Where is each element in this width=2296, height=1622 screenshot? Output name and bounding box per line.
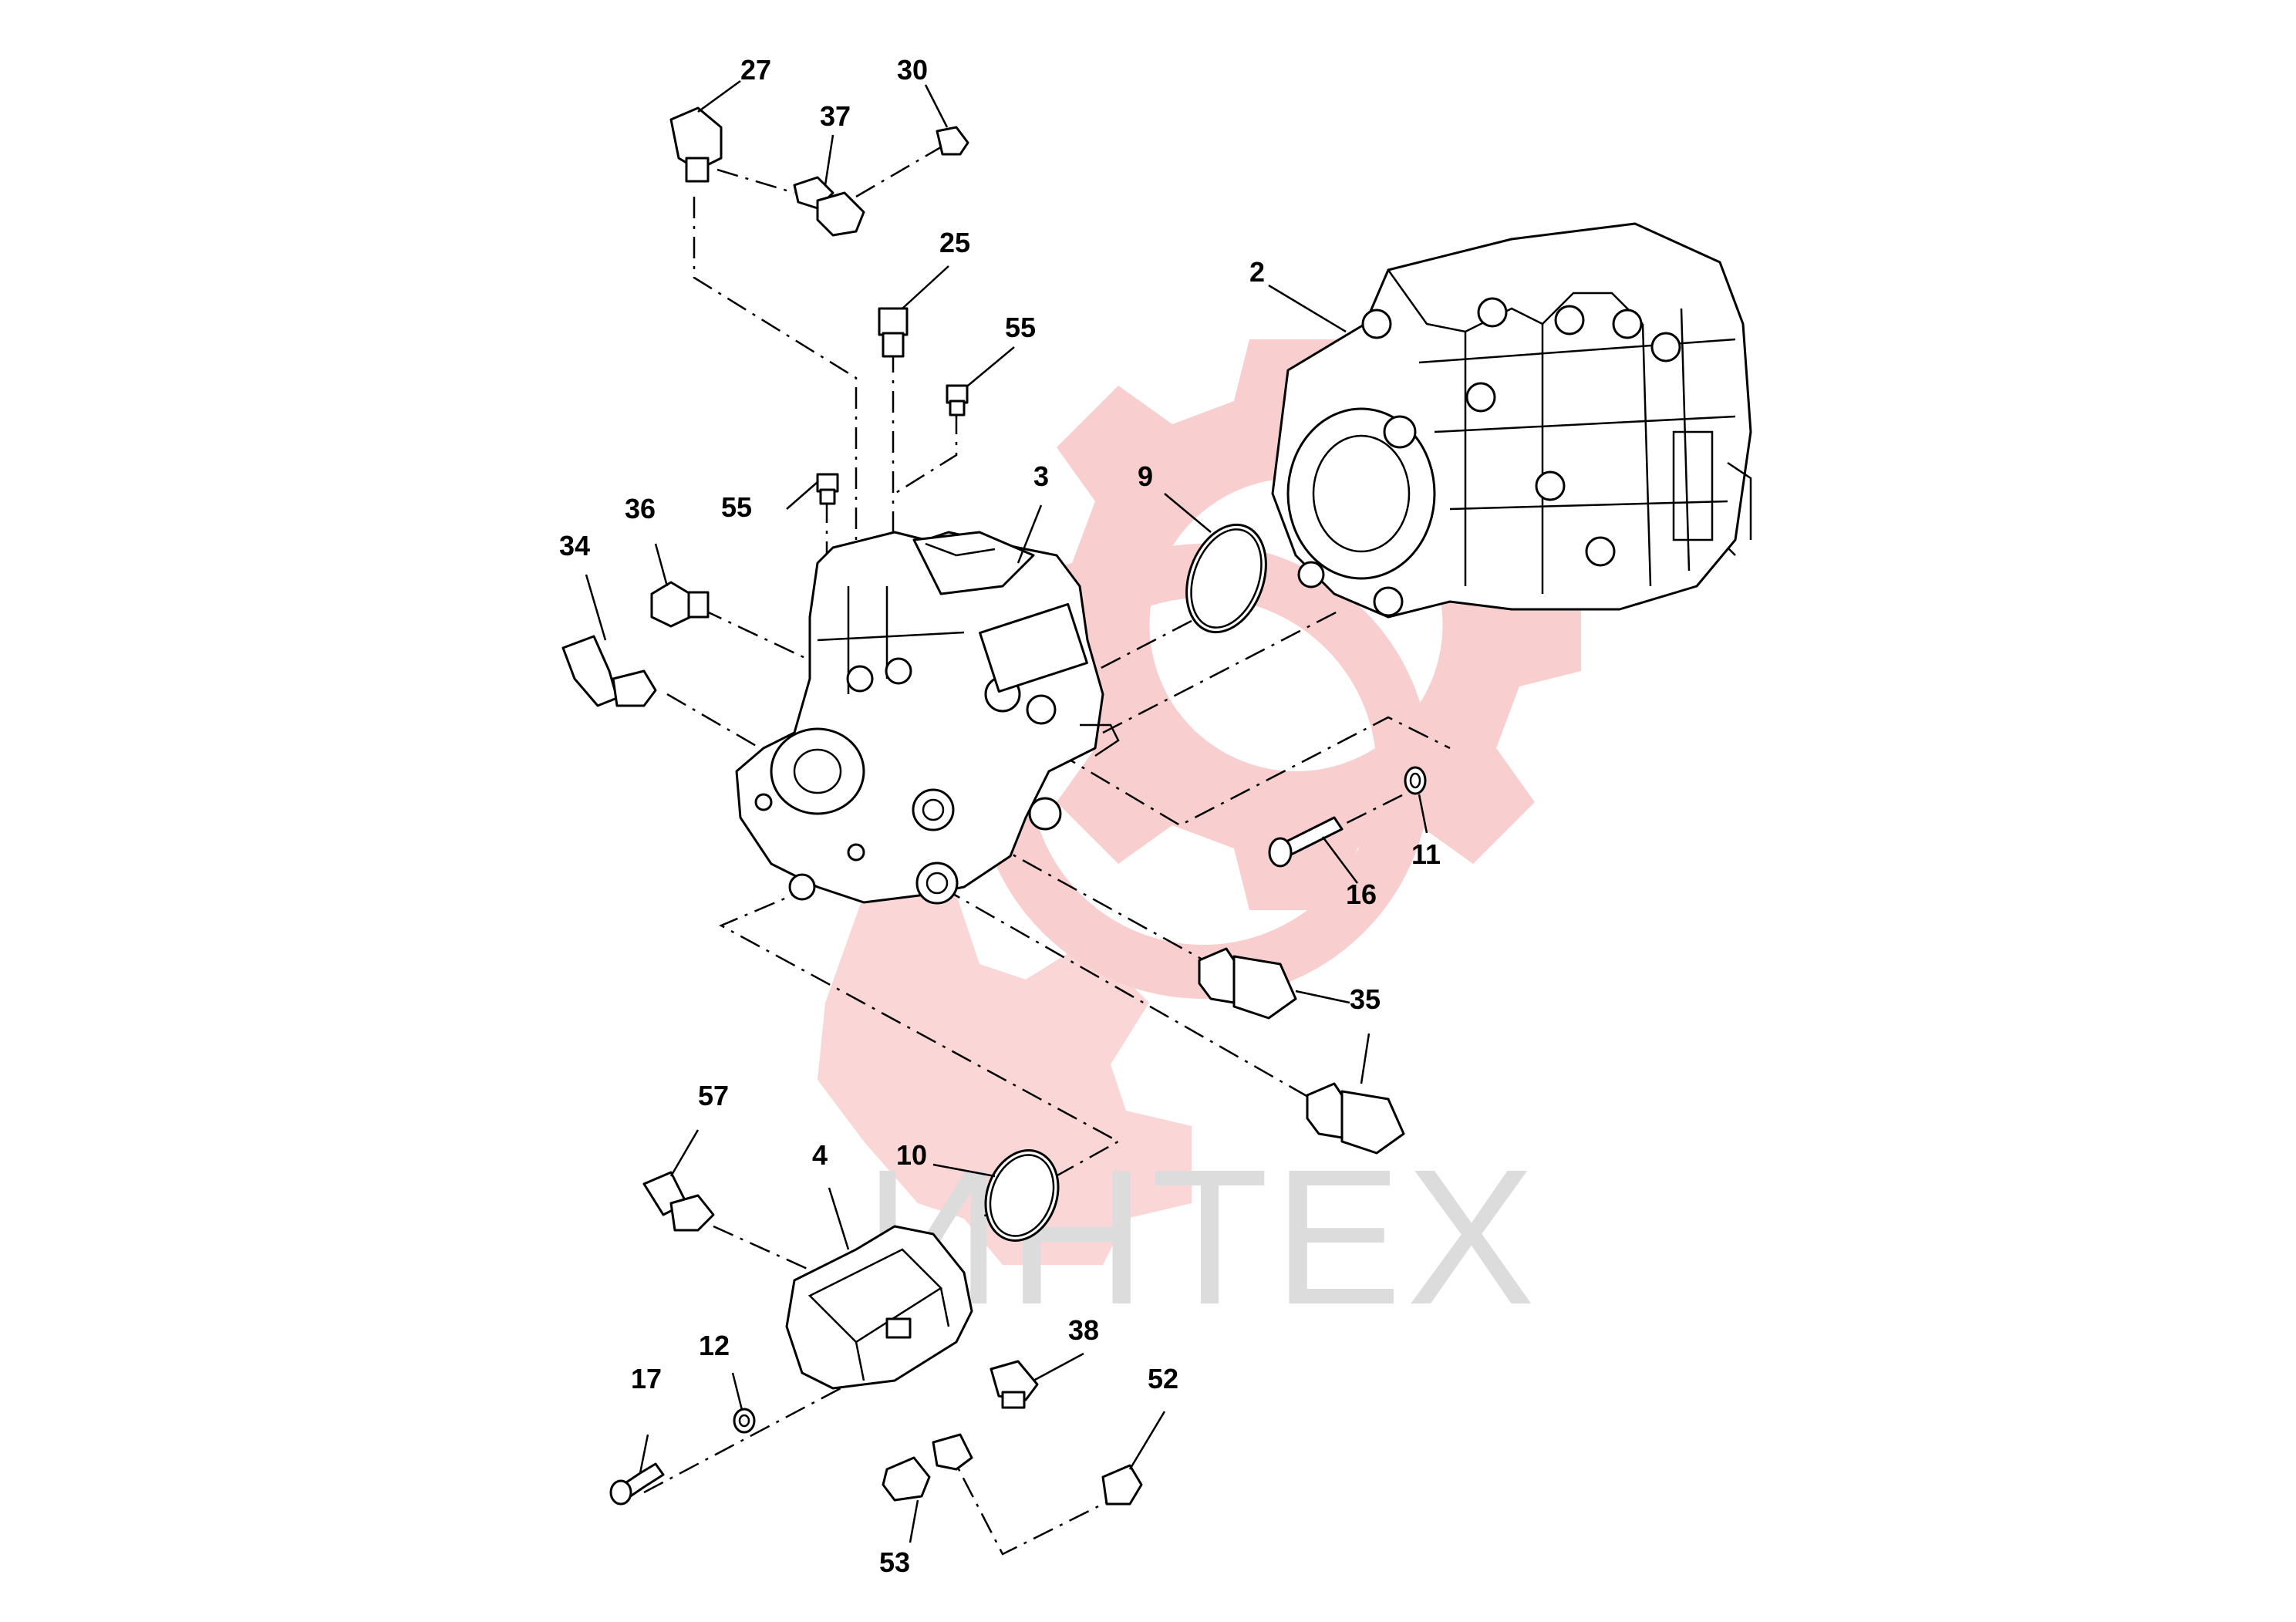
callout-52: 52 — [1148, 1363, 1178, 1394]
axis-27-to-body — [693, 197, 858, 702]
part-3-pump-body — [735, 531, 1120, 905]
callout-11: 11 — [1411, 838, 1441, 870]
callout-17: 17 — [631, 1363, 662, 1394]
part-10-o-ring-inner — [989, 1154, 1055, 1237]
part-38-fitting — [990, 1360, 1039, 1409]
axis-17-12 — [643, 1387, 841, 1494]
axis-main-flange — [1102, 608, 1343, 734]
part-52-plug — [1101, 1464, 1143, 1506]
part-57-fitting — [642, 1171, 715, 1232]
part-16-bolt — [1268, 816, 1344, 868]
watermark-text: ИНТЕХ — [864, 1129, 1539, 1344]
callout-numbers: 27 30 37 25 55 55 3 9 2 36 34 11 16 35 5… — [559, 54, 1441, 1578]
callout-9: 9 — [1138, 460, 1153, 492]
callout-37: 37 — [820, 100, 851, 132]
callout-3: 3 — [1033, 460, 1049, 492]
axis-35-lower — [940, 885, 1320, 1104]
callout-27: 27 — [740, 54, 771, 86]
part-2-main-housing — [1271, 222, 1752, 619]
part-37-fitting — [793, 176, 865, 237]
callout-2: 2 — [1249, 256, 1265, 288]
callout-10: 10 — [896, 1139, 927, 1171]
callout-4: 4 — [812, 1139, 828, 1171]
part-4-gear-pump — [785, 1225, 973, 1390]
part-11-washer — [1404, 766, 1427, 795]
callout-35: 35 — [1350, 983, 1381, 1015]
callout-16: 16 — [1346, 878, 1377, 910]
callout-55-upper: 55 — [1005, 312, 1036, 343]
callout-38: 38 — [1068, 1314, 1099, 1346]
part-55-plug-upper — [946, 384, 969, 416]
callout-12: 12 — [699, 1330, 730, 1361]
part-27-elbow-fitting — [669, 106, 723, 183]
callout-53: 53 — [879, 1546, 910, 1578]
part-36-fitting — [650, 581, 710, 628]
callout-57: 57 — [698, 1080, 729, 1111]
axis-9-seal — [1094, 619, 1192, 673]
callout-25: 25 — [939, 227, 970, 258]
part-12-washer — [733, 1408, 756, 1434]
part-10-o-ring — [984, 1149, 1060, 1242]
axis-27-37 — [716, 168, 795, 194]
axis-53-52 — [943, 1442, 1111, 1556]
part-55-plug-lower — [816, 473, 839, 505]
leader-lines — [585, 79, 1428, 1543]
part-25-fitting — [878, 307, 909, 358]
part-17-bolt — [609, 1462, 665, 1506]
part-34-elbow-fitting — [561, 635, 657, 707]
axis-37-30 — [855, 141, 949, 198]
part-9-o-ring-inner — [1190, 528, 1263, 629]
callout-36: 36 — [625, 493, 656, 524]
axis-55-upper — [894, 413, 958, 495]
callout-55-lower: 55 — [721, 491, 752, 523]
part-30-plug — [936, 126, 969, 156]
part-53-fitting — [882, 1433, 973, 1502]
axis-pump-4 — [719, 870, 1121, 1220]
part-35-elbow-upper — [1198, 947, 1297, 1020]
part-9-o-ring — [1185, 523, 1267, 634]
axis-bolt-16 — [1056, 716, 1451, 827]
callout-30: 30 — [897, 54, 928, 86]
part-35-elbow-lower — [1306, 1082, 1405, 1155]
callout-34: 34 — [559, 530, 590, 561]
